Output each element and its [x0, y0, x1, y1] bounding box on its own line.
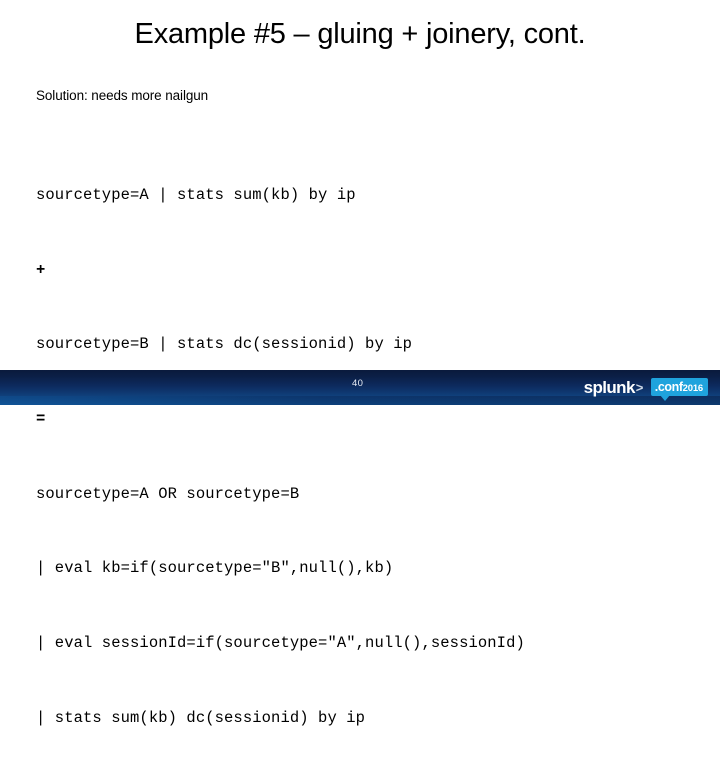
chevron-right-icon: > — [635, 379, 644, 395]
page-number: 40 — [352, 378, 364, 389]
conf-badge-year: 2016 — [682, 382, 704, 394]
code-line: = — [36, 409, 46, 428]
code-line: + — [36, 260, 46, 279]
code-block: sourcetype=A | stats sum(kb) by ip + sou… — [36, 133, 696, 781]
page-title: Example #5 – gluing + joinery, cont. — [134, 18, 586, 50]
code-line: sourcetype=B | stats dc(sessionid) by ip — [36, 335, 413, 354]
footer-bar — [0, 370, 720, 405]
code-line: | eval kb=if(sourcetype="B",null(),kb) — [36, 559, 394, 578]
code-line: | eval sessionId=if(sourcetype="A",null(… — [36, 634, 525, 653]
slide-subtitle: Solution: needs more nailgun — [36, 88, 209, 103]
code-line: | stats sum(kb) dc(sessionid) by ip — [36, 708, 366, 727]
splunk-wordmark-text: splunk — [583, 377, 636, 397]
splunk-wordmark: splunk > — [583, 377, 644, 397]
slide-canvas: Example #5 – gluing + joinery, cont. Sol… — [0, 18, 720, 727]
conf-badge-label: .conf — [654, 379, 683, 394]
code-line: sourcetype=A | stats sum(kb) by ip — [36, 185, 356, 204]
code-line: sourcetype=A OR sourcetype=B — [36, 484, 300, 503]
